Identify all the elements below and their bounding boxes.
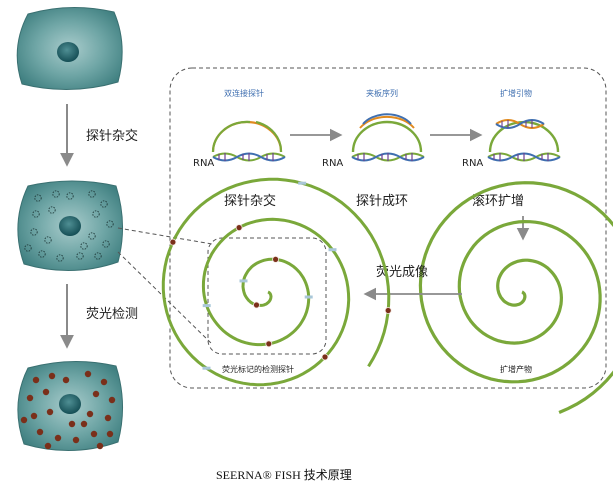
step-circularize: 夹板序列 RNA 探针成环 bbox=[322, 88, 425, 209]
figure-caption: SEERNA® FISH 技术原理 bbox=[216, 468, 352, 482]
inset-frame bbox=[207, 237, 327, 355]
brown-dot-13 bbox=[54, 434, 62, 442]
brown-dot-14 bbox=[72, 436, 80, 444]
helix-3 bbox=[487, 152, 561, 162]
probe-ring-6 bbox=[92, 210, 100, 218]
step-rca-label: 滚环扩增 bbox=[472, 193, 524, 209]
step-hybridize-label: 探针杂交 bbox=[224, 193, 276, 209]
hybridize-left-label: 探针杂交 bbox=[86, 128, 138, 144]
brown-dot-1 bbox=[48, 372, 56, 380]
probe-ring-4 bbox=[32, 210, 40, 218]
zoom-line-top bbox=[117, 227, 213, 245]
cell-bottom bbox=[17, 361, 124, 451]
fluorescent-dots bbox=[20, 370, 116, 450]
fluor-dot-10 bbox=[169, 238, 177, 246]
probe-ring-13 bbox=[56, 254, 64, 262]
labeled-probe-label: 荧光标记的检测探针 bbox=[222, 364, 294, 374]
brown-dot-8 bbox=[30, 412, 38, 420]
step-circularize-label: 探针成环 bbox=[356, 194, 408, 209]
probe-ring-10 bbox=[88, 232, 96, 240]
helix-1 bbox=[212, 152, 286, 162]
brown-dot-2 bbox=[84, 370, 92, 378]
template-seq-label: 夹板序列 bbox=[366, 88, 398, 98]
fluor-dot-0 bbox=[253, 301, 260, 309]
probe-ring-7 bbox=[106, 220, 114, 228]
process-frame bbox=[169, 67, 607, 389]
probe-bar-11 bbox=[298, 181, 307, 185]
brown-dot-3 bbox=[100, 378, 108, 386]
brown-dot-4 bbox=[26, 394, 34, 402]
fluor-dot-2 bbox=[272, 255, 280, 263]
probe-ring-12 bbox=[38, 250, 46, 258]
amp-primer-label: 扩增引物 bbox=[500, 88, 532, 98]
probe-bar-1 bbox=[239, 279, 248, 283]
cell-top bbox=[16, 7, 123, 90]
probe-ring-18 bbox=[24, 244, 32, 252]
rna-label-1: RNA bbox=[193, 158, 214, 169]
probe-rings bbox=[24, 190, 114, 262]
brown-dot-6 bbox=[92, 390, 100, 398]
fluor-dot-4 bbox=[265, 340, 273, 348]
brown-dot-0 bbox=[32, 376, 40, 384]
probe-bar-5 bbox=[202, 304, 211, 308]
brown-dot-16 bbox=[106, 430, 114, 438]
amp-product-label: 扩增产物 bbox=[500, 364, 532, 374]
brown-dot-7 bbox=[108, 396, 116, 404]
probe-ring-5 bbox=[48, 206, 56, 214]
probe-ring-1 bbox=[52, 190, 60, 198]
brown-dot-15 bbox=[90, 430, 98, 438]
probe-ring-8 bbox=[30, 228, 38, 236]
brown-dot-11 bbox=[104, 414, 112, 422]
probe-ring-17 bbox=[80, 242, 88, 250]
probe-ring-0 bbox=[34, 194, 42, 202]
cell-middle bbox=[17, 180, 124, 271]
probe-ring-14 bbox=[76, 252, 84, 260]
fluorescence-detect-label: 荧光检测 bbox=[86, 307, 138, 322]
probe-double-label: 双连接探针 bbox=[224, 88, 264, 98]
step-hybridize: 双连接探针 RNA 探针杂交 bbox=[193, 88, 286, 209]
brown-dot-17 bbox=[62, 376, 70, 384]
brown-dot-19 bbox=[20, 416, 28, 424]
probe-ring-15 bbox=[94, 252, 102, 260]
amp-product: 扩增产物 bbox=[418, 181, 613, 414]
labeled-spiral bbox=[161, 177, 392, 387]
fluorescence-imaging-label: 荧光成像 bbox=[376, 265, 428, 280]
brown-dot-22 bbox=[44, 442, 52, 450]
helix-2 bbox=[351, 152, 425, 162]
probe-ring-16 bbox=[66, 192, 74, 200]
probe-ring-9 bbox=[44, 236, 52, 244]
brown-dot-10 bbox=[86, 410, 94, 418]
fluor-dot-6 bbox=[235, 224, 243, 232]
probe-bar-9 bbox=[202, 366, 211, 370]
fluor-dot-12 bbox=[384, 307, 392, 314]
rna-label-2: RNA bbox=[322, 158, 343, 169]
brown-dot-21 bbox=[96, 442, 104, 450]
probe-bar-7 bbox=[328, 248, 337, 252]
probe-markers bbox=[169, 181, 392, 370]
probe-ring-11 bbox=[102, 240, 110, 248]
rna-label-3: RNA bbox=[462, 158, 483, 169]
probe-ring-2 bbox=[88, 190, 96, 198]
brown-dot-9 bbox=[46, 408, 54, 416]
brown-dot-12 bbox=[36, 428, 44, 436]
primer-helix bbox=[495, 119, 545, 129]
brown-dot-5 bbox=[42, 388, 50, 396]
probe-ring-3 bbox=[100, 200, 108, 208]
brown-dot-18 bbox=[80, 420, 88, 428]
fluor-dot-8 bbox=[321, 353, 329, 361]
probe-bar-3 bbox=[304, 295, 313, 299]
step-rca: 扩增引物 RNA 滚环扩增 bbox=[462, 88, 561, 209]
brown-dot-20 bbox=[68, 420, 76, 428]
